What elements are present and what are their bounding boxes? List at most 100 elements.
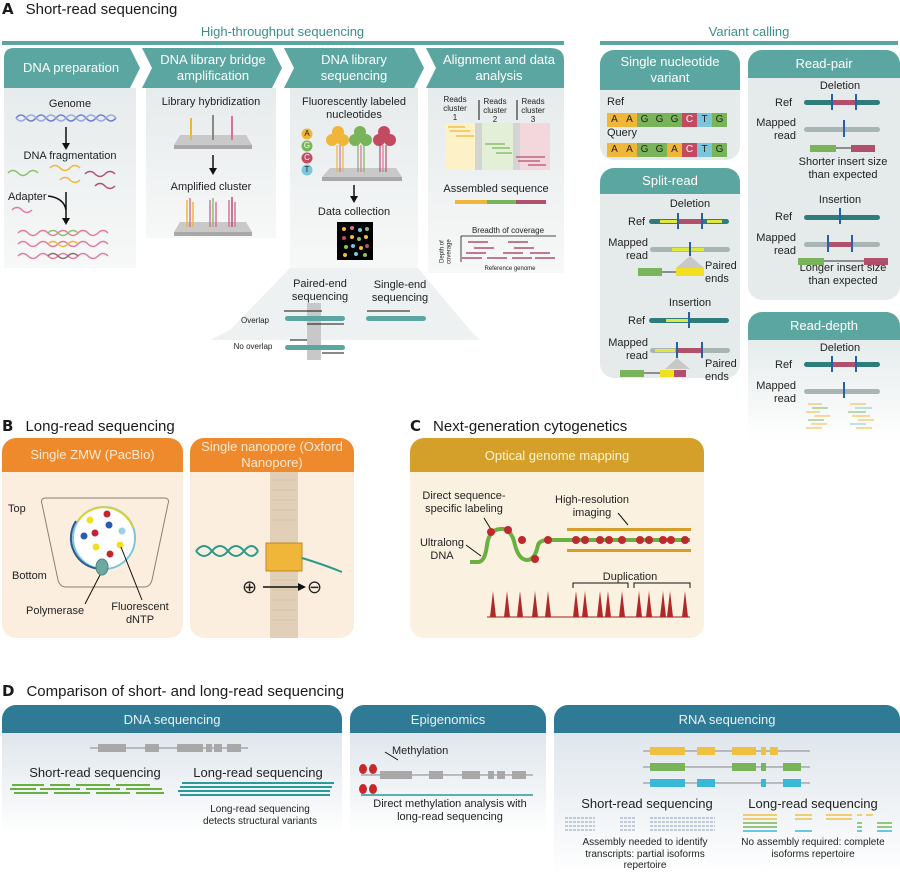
label-paired-end: Paired-end sequencing (291, 278, 349, 303)
panel-d-letter: D (2, 682, 15, 700)
nucleotide-t: T (697, 143, 712, 158)
rna-seq-body (554, 733, 900, 876)
split-deletion-label: Deletion (669, 198, 711, 210)
group-label-variant-calling: Variant calling (708, 24, 790, 39)
flow-cell-3-edge (322, 177, 402, 181)
rp-del-pair-green (810, 145, 836, 152)
zmw-chamber-top-arc (77, 506, 134, 529)
labeled-nucleotide-clusters (326, 126, 396, 146)
panel-c-title-text: Next-generation cytogenetics (433, 418, 628, 435)
ogm-labeling-label: Direct sequence-specific labeling (422, 490, 506, 515)
methylation-label: Methylation (392, 745, 449, 757)
snv-query-label: Query (607, 126, 637, 139)
nt-g-circle (301, 140, 313, 152)
label-overlap: Overlap (240, 316, 269, 325)
rna-short-reads (565, 817, 715, 831)
split-ins-ref-yellow (666, 319, 688, 322)
overlap-2 (513, 123, 520, 170)
adapter-helix (11, 206, 33, 214)
split-ins-paired-label: Paired ends (705, 358, 737, 383)
stage-body-bridge (146, 88, 276, 238)
nt-g-label: G (303, 141, 311, 150)
rp-ins-mapped-red (828, 242, 852, 247)
epigenomics-box: Epigenomics (350, 705, 546, 835)
nucleotide-g: G (652, 143, 667, 158)
stage-header-shape-1 (4, 48, 140, 88)
pe-overlap-read (285, 316, 345, 321)
label-no-overlap: No overlap (233, 342, 273, 351)
rna-seq-box: RNA sequencing (554, 705, 900, 876)
label-genome: Genome (48, 98, 92, 110)
duplication-bracket-2 (633, 582, 691, 588)
ultralong-pointer (465, 544, 482, 557)
rd-mapped-label: Mapped read (756, 380, 796, 405)
stage-header-shape-2 (142, 48, 282, 88)
nucleotide-a: A (622, 143, 637, 158)
rp-ins-ref-bar (804, 215, 880, 220)
split-read-title: Split-read (600, 168, 740, 194)
rna-isoform-3-exons (650, 779, 801, 787)
rp-ins-pair-green (798, 258, 824, 265)
rd-reads (806, 403, 874, 429)
nucleotide-a: A (667, 143, 682, 158)
nucleotide-g: G (637, 112, 652, 127)
panel-a-title-text: Short-read sequencing (25, 1, 178, 18)
dntp-molecules (80, 510, 126, 558)
library-fragment-1 (17, 229, 109, 237)
read-depth-illustration (804, 356, 880, 429)
epigenomics-body (350, 733, 546, 835)
split-del-paired-label: Paired ends (705, 260, 737, 285)
ogm-illustration (465, 512, 691, 618)
sequencing-illustration (301, 126, 402, 260)
nt-t-label: T (304, 165, 310, 174)
nucleotide-c: C (682, 112, 697, 127)
arrow-head-3 (209, 168, 217, 175)
fragment-yellow (49, 164, 81, 172)
split-del-pair-yellow (676, 268, 704, 276)
panel-c-letter: C (410, 417, 422, 435)
panel-b-title-text: Long-read sequencing (25, 418, 175, 435)
epi-exons (380, 771, 526, 779)
fragment-red (84, 170, 116, 178)
hts-rule (2, 41, 564, 45)
rp-del-mapped-label: Mapped read (756, 117, 796, 142)
cluster-2-reads (485, 143, 512, 154)
rp-del-ref-red (832, 100, 855, 105)
rp-del-pair-red (851, 145, 875, 152)
se-read (366, 316, 426, 321)
membrane-lipids (272, 479, 296, 621)
label-data-collection: Data collection (317, 206, 391, 218)
ogm-body (410, 472, 704, 638)
dna-strand-2 (195, 545, 259, 557)
positive-electrode-icon: ⊕ (242, 577, 258, 597)
stage-title-sequencing: DNA library sequencing (320, 52, 388, 83)
cluster-1-reads (448, 126, 474, 137)
ogm-ultralong-label: Ultralong DNA (419, 537, 465, 562)
arrow-head-1 (62, 143, 70, 150)
split-ins-pair-yellow (660, 370, 674, 377)
zmw-well (41, 497, 169, 588)
label-reads-cluster-2: Reads cluster 2 (483, 97, 507, 124)
nt-t-circle (301, 164, 313, 176)
label-single-end: Single-end sequencing (371, 279, 429, 304)
current-arrow-head (298, 583, 306, 591)
flow-cell-2-edge (174, 232, 252, 236)
rp-del-mapped-bar (804, 127, 880, 132)
nucleotide-g: G (652, 112, 667, 127)
nt-c-circle (301, 152, 313, 164)
fragment-green (7, 169, 39, 177)
split-del-ref-yellow (660, 220, 678, 223)
split-del-mapped-yellow (672, 248, 704, 251)
assembled-segment-green (487, 200, 516, 204)
bridge-illustration (174, 115, 252, 236)
cluster-2-bg (482, 123, 516, 170)
snv-ref-label: Ref (607, 96, 625, 108)
stage-headers (4, 48, 564, 88)
stage-header-shape-3 (284, 48, 424, 88)
nt-a-circle (301, 128, 313, 140)
